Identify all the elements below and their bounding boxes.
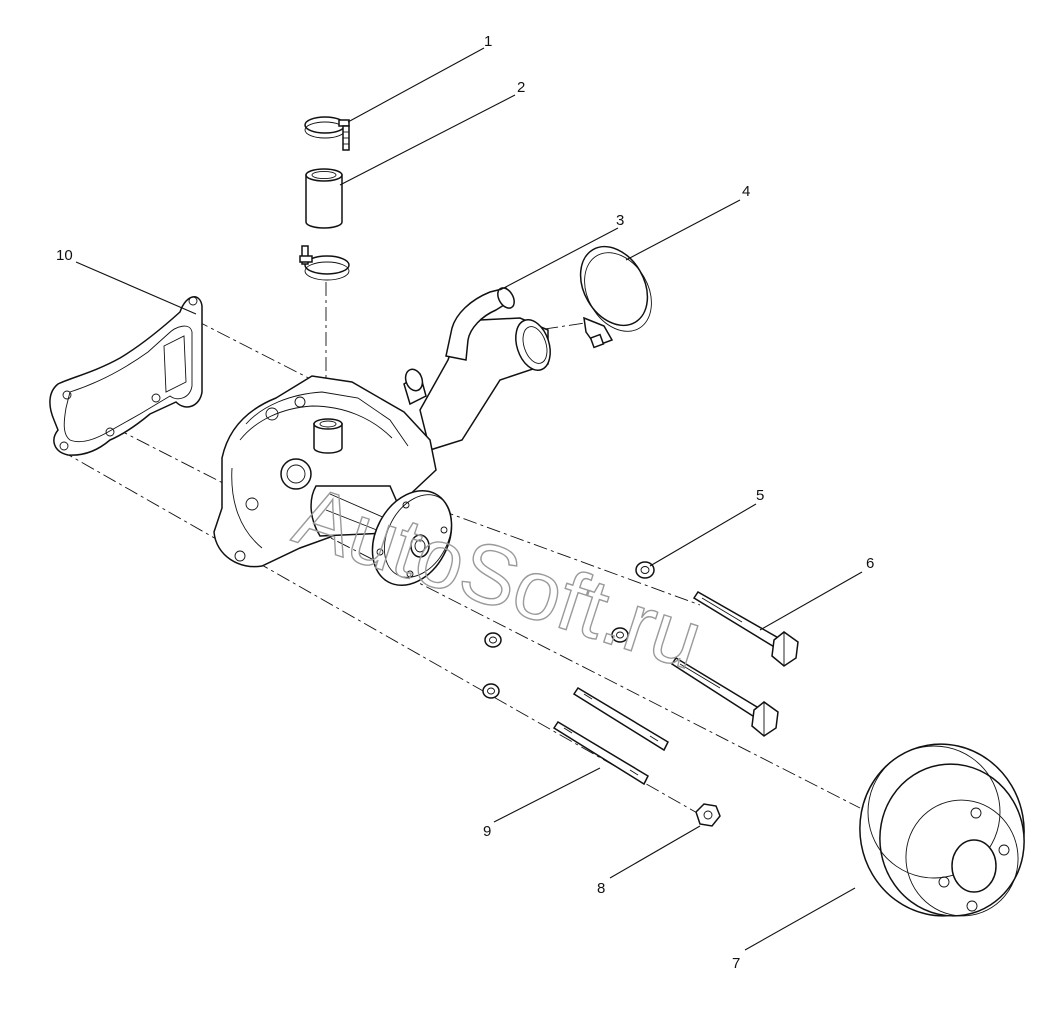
stud-lower[interactable] — [552, 720, 649, 786]
washer-left-upper[interactable] — [484, 632, 502, 648]
callout-9: 9 — [483, 823, 491, 840]
hose-clamp-small-top[interactable] — [304, 116, 350, 151]
nut[interactable] — [695, 803, 721, 827]
washer-left-lower[interactable] — [482, 683, 500, 699]
hose[interactable] — [305, 168, 343, 229]
hose-clamp-small-bottom[interactable] — [299, 245, 350, 281]
callout-10: 10 — [56, 247, 73, 264]
callout-1: 1 — [484, 33, 492, 50]
callout-5: 5 — [756, 487, 764, 504]
water-pump-body[interactable] — [213, 285, 556, 599]
callout-2: 2 — [517, 79, 525, 96]
leader-lines — [75, 47, 863, 951]
washer-middle[interactable] — [611, 627, 629, 643]
bolt-lower[interactable] — [670, 656, 779, 737]
callout-numbers: 1 2 3 4 5 6 7 8 9 10 — [56, 33, 874, 972]
callout-3: 3 — [616, 212, 624, 229]
callout-4: 4 — [742, 183, 750, 200]
callout-6: 6 — [866, 555, 874, 572]
washer-hub[interactable] — [635, 561, 655, 579]
callout-8: 8 — [597, 880, 605, 897]
stud-upper[interactable] — [572, 686, 669, 752]
callout-7: 7 — [732, 955, 740, 972]
watermark-text: AutoSoft.ru — [284, 468, 713, 687]
gasket[interactable] — [49, 296, 203, 456]
hose-clamp-large[interactable] — [567, 235, 665, 349]
bolt-upper[interactable] — [692, 591, 799, 667]
pulley[interactable] — [846, 731, 1037, 929]
